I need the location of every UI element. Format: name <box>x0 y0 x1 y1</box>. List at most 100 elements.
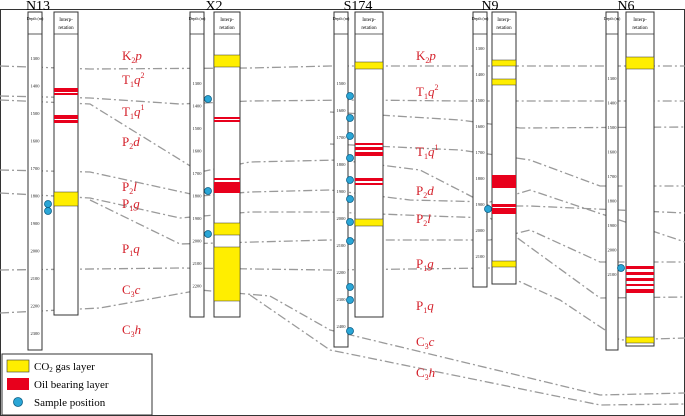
depth-header: Depth (m) <box>604 16 621 21</box>
depth-tick-label: 1600 <box>337 108 347 113</box>
depth-tick-label: 2000 <box>193 239 203 244</box>
co2-gas-layer <box>354 61 384 70</box>
legend-oil-swatch <box>7 378 29 390</box>
strata-label: K2p <box>416 48 436 65</box>
oil-layer <box>214 117 240 119</box>
oil-layer <box>626 266 654 269</box>
strata-label: T1q1 <box>122 103 144 121</box>
well-x2: Depth (m) Interp- retation 1300140015001… <box>189 11 241 318</box>
correlation-line-c3c-top <box>0 289 685 396</box>
sample-marker <box>346 176 354 184</box>
depth-tick-label: 1600 <box>476 124 486 129</box>
oil-layer <box>54 93 78 95</box>
well-s174: Depth (m) Interp- retation 1500160017001… <box>333 11 384 348</box>
depth-tick-label: 2200 <box>337 270 347 275</box>
sample-marker <box>204 95 212 103</box>
sample-marker <box>346 114 354 122</box>
legend-sample-icon <box>13 397 23 407</box>
depth-column <box>27 11 43 351</box>
oil-layer <box>626 278 654 281</box>
interp-header-2: retation <box>496 26 512 31</box>
interp-header-2: retation <box>219 26 235 31</box>
legend-co2-label: CO2 gas layer <box>34 361 95 374</box>
strata-label: C3c <box>122 282 141 299</box>
depth-column <box>472 11 488 288</box>
depth-tick-label: 1500 <box>193 126 203 131</box>
interpretation-column <box>354 11 384 318</box>
sample-marker <box>346 237 354 245</box>
strata-label: P2l <box>122 179 137 196</box>
sample-marker <box>204 230 212 238</box>
sample-marker <box>346 154 354 162</box>
strata-label: P1q <box>122 241 140 258</box>
interp-header-1: Interp- <box>220 18 234 23</box>
interp-header-1: Interp- <box>59 18 73 23</box>
depth-header: Depth (m) <box>27 16 44 21</box>
well-n6: Depth (m) Interp- retation 1300140015001… <box>604 11 655 351</box>
depth-tick-label: 1900 <box>193 216 203 221</box>
co2-gas-layer <box>625 336 655 344</box>
depth-tick-label: 1400 <box>476 72 486 77</box>
depth-tick-label: 1400 <box>193 104 203 109</box>
depth-tick-label: 1300 <box>193 81 203 86</box>
depth-tick-label: 1500 <box>337 81 347 86</box>
strata-label: P2d <box>122 134 140 151</box>
depth-tick-label: 1800 <box>31 194 41 199</box>
correlation-line-p2l-top <box>0 192 685 299</box>
depth-tick-label: 1700 <box>476 150 486 155</box>
strata-label: T1q1 <box>416 143 438 161</box>
co2-gas-layer <box>213 54 241 68</box>
oil-layer <box>214 178 240 180</box>
depth-tick-label: 1900 <box>608 223 618 228</box>
well-title-n9: N9 <box>481 0 498 14</box>
sample-marker <box>346 296 354 304</box>
correlation-line-p1g-top <box>89 199 685 263</box>
strata-label: C3h <box>416 365 435 382</box>
depth-tick-label: 1600 <box>608 150 618 155</box>
correlation-line-upper-n6 <box>329 143 685 187</box>
well-n9: Depth (m) Interp- retation 1300140015001… <box>472 11 517 288</box>
depth-tick-label: 1700 <box>337 135 347 140</box>
oil-layer <box>626 284 654 286</box>
depth-tick-label: 1300 <box>608 76 618 81</box>
co2-gas-layer <box>213 222 241 236</box>
sample-marker <box>346 92 354 100</box>
depth-tick-label: 1900 <box>337 189 347 194</box>
oil-layer <box>355 178 383 181</box>
depth-tick-label: 1700 <box>608 174 618 179</box>
depth-tick-label: 1300 <box>476 46 486 51</box>
oil-layer <box>54 88 78 92</box>
depth-tick-label: 1300 <box>31 56 41 61</box>
depth-tick-label: 2100 <box>31 276 41 281</box>
depth-header: Depth (m) <box>333 16 350 21</box>
depth-tick-label: 1800 <box>608 199 618 204</box>
oil-layer <box>492 208 516 214</box>
interp-header-2: retation <box>58 26 74 31</box>
oil-layer <box>54 120 78 123</box>
co2-gas-layer <box>491 78 517 86</box>
interpretation-column <box>53 11 79 316</box>
strata-label: C3h <box>122 322 141 339</box>
depth-tick-label: 2100 <box>476 254 486 259</box>
depth-tick-label: 1400 <box>608 101 618 106</box>
oil-layer <box>214 182 240 193</box>
oil-layer <box>626 289 654 293</box>
interpretation-column <box>491 11 517 285</box>
oil-layer <box>492 204 516 207</box>
depth-column <box>189 11 205 318</box>
oil-layer <box>355 183 383 185</box>
depth-tick-label: 2400 <box>337 324 347 329</box>
depth-tick-label: 1800 <box>476 176 486 181</box>
depth-tick-label: 2000 <box>608 248 618 253</box>
depth-column <box>605 11 619 351</box>
well-title-n13: N13 <box>26 0 50 14</box>
strata-label: P2d <box>416 183 434 200</box>
depth-header: Depth (m) <box>472 16 489 21</box>
correlation-line-upper-n9 <box>329 111 685 129</box>
depth-tick-label: 1800 <box>337 162 347 167</box>
co2-gas-layer <box>213 246 241 302</box>
correlation-line-t1q2-top <box>0 95 685 105</box>
